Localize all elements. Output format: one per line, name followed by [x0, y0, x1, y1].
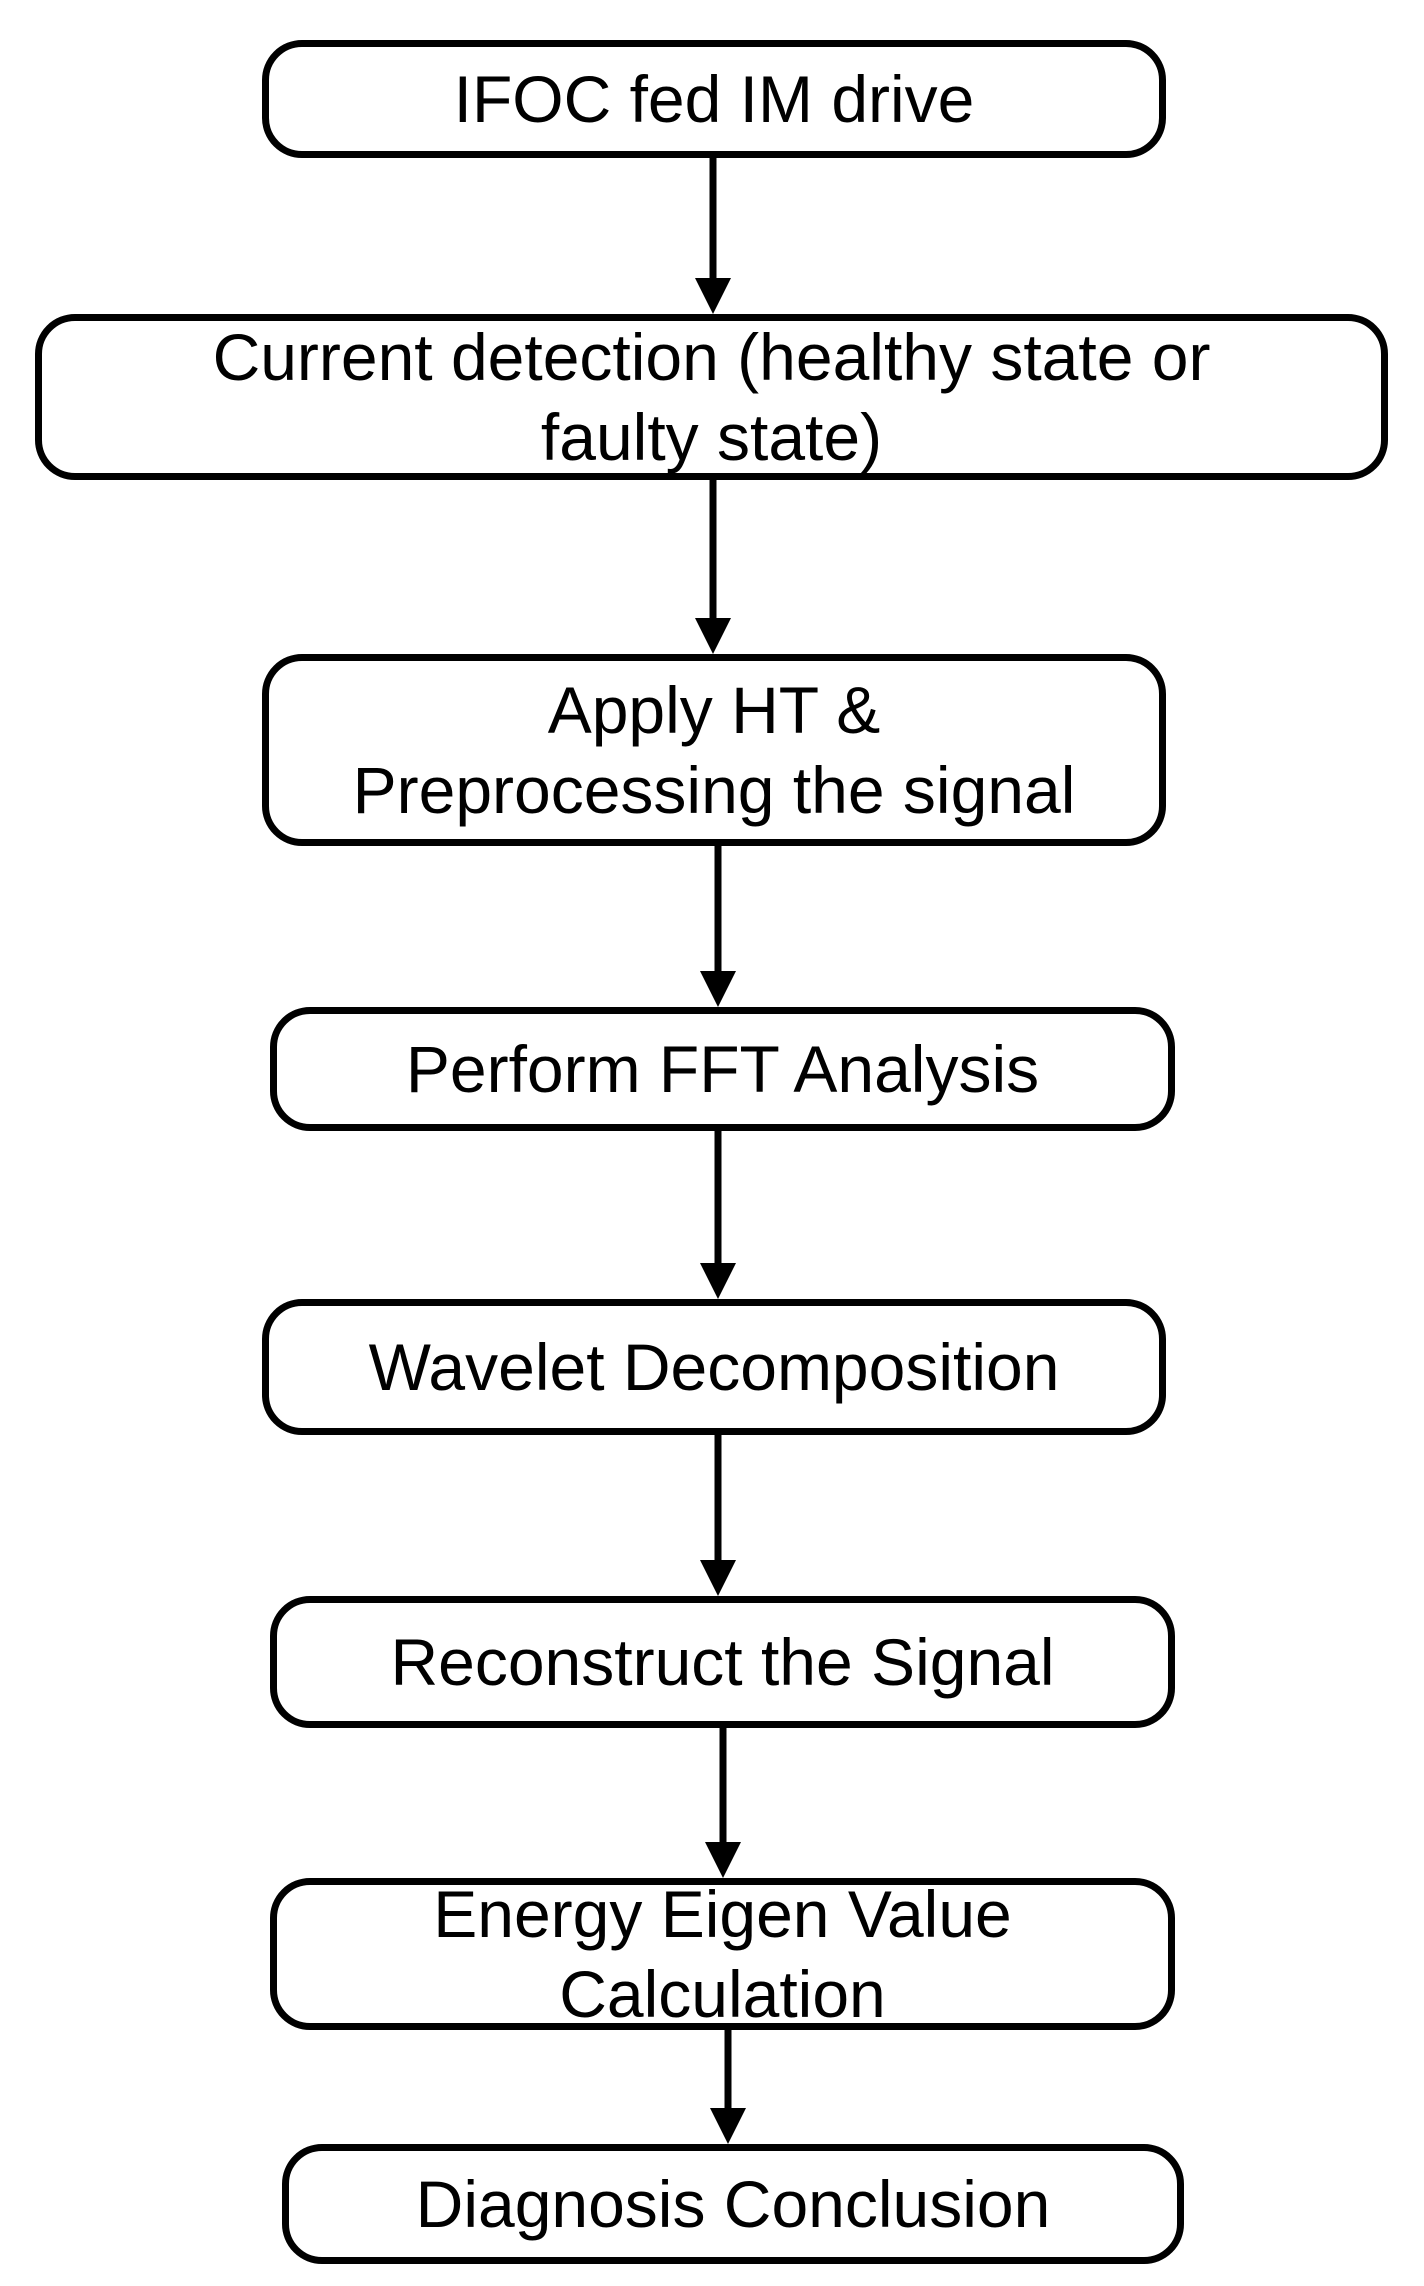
arrow-connector [700, 846, 736, 1007]
step-ifoc-fed-im-drive: IFOC fed IM drive [262, 40, 1166, 158]
step-energy-eigen-value-calculation: Energy Eigen Value Calculation [270, 1877, 1175, 2031]
arrow-connector [700, 1435, 736, 1596]
step-label-line: Diagnosis Conclusion [415, 2167, 1051, 2241]
step-label-line: faulty state) [540, 400, 883, 474]
step-label-line: IFOC fed IM drive [453, 62, 975, 136]
step-wavelet-decomposition: Wavelet Decomposition [262, 1299, 1166, 1435]
step-label-line: Apply HT & [547, 673, 881, 747]
step-label-line: Preprocessing the signal [352, 753, 1076, 827]
step-label-line: Perform FFT Analysis [405, 1032, 1040, 1106]
arrow-connector [700, 1131, 736, 1299]
step-diagnosis-conclusion: Diagnosis Conclusion [282, 2144, 1184, 2264]
arrow-connector [695, 480, 731, 654]
step-label-line: Wavelet Decomposition [368, 1330, 1060, 1404]
step-label-line: Current detection (healthy state or [212, 320, 1211, 394]
arrow-connector [695, 158, 731, 314]
step-reconstruct-the-signal: Reconstruct the Signal [270, 1596, 1175, 1728]
step-label-line: Reconstruct the Signal [390, 1625, 1055, 1699]
step-apply-ht-preprocessing: Apply HT & Preprocessing the signal [262, 654, 1166, 846]
arrow-connector [710, 2030, 746, 2144]
step-current-detection: Current detection (healthy state or faul… [35, 314, 1388, 480]
step-perform-fft-analysis: Perform FFT Analysis [270, 1007, 1175, 1131]
step-label-line: Energy Eigen Value [433, 1877, 1012, 1951]
arrow-connector [705, 1728, 741, 1878]
step-label-line: Calculation [559, 1957, 886, 2031]
